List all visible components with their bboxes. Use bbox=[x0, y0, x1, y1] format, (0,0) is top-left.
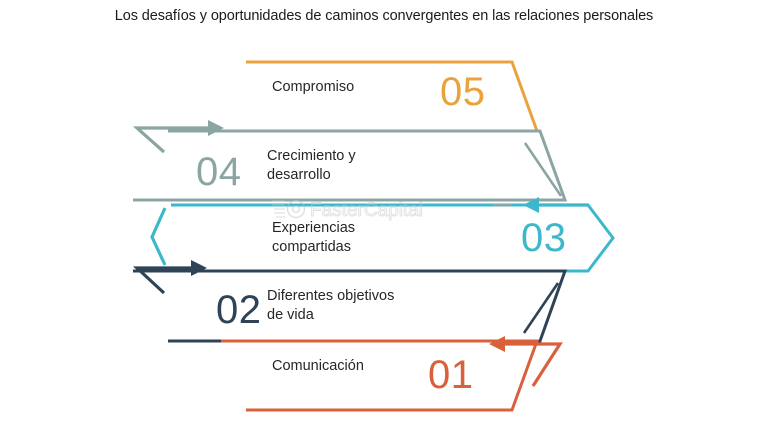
page-title: Los desafíos y oportunidades de caminos … bbox=[114, 8, 654, 24]
step-shape-01 bbox=[221, 339, 540, 412]
step-shape-04 bbox=[133, 129, 568, 202]
step-number-01: 01 bbox=[428, 353, 474, 397]
step-shape-05 bbox=[221, 60, 540, 133]
connector-04-to-05 bbox=[132, 120, 224, 154]
step-number-05: 05 bbox=[440, 70, 486, 114]
connector-arrow-into-03 bbox=[523, 197, 588, 213]
connector-03-to-04 bbox=[150, 207, 167, 266]
step-label-04: Crecimiento y desarrollo bbox=[267, 148, 356, 183]
connector-01-to-02 bbox=[489, 336, 563, 387]
step-label-01: Comunicación bbox=[272, 358, 364, 374]
connector-02-to-03 bbox=[132, 260, 207, 295]
step-number-04: 04 bbox=[196, 150, 242, 194]
link-05-to-03-diagonal bbox=[523, 142, 563, 197]
step-number-03: 03 bbox=[521, 216, 567, 260]
step-label-03: Experiencias compartidas bbox=[272, 220, 356, 255]
step-label-02: Diferentes objetivos de vida bbox=[267, 288, 395, 323]
link-03-to-01-diagonal bbox=[522, 282, 560, 334]
step-label-05: Compromiso bbox=[272, 79, 355, 95]
step-number-02: 02 bbox=[216, 288, 262, 332]
